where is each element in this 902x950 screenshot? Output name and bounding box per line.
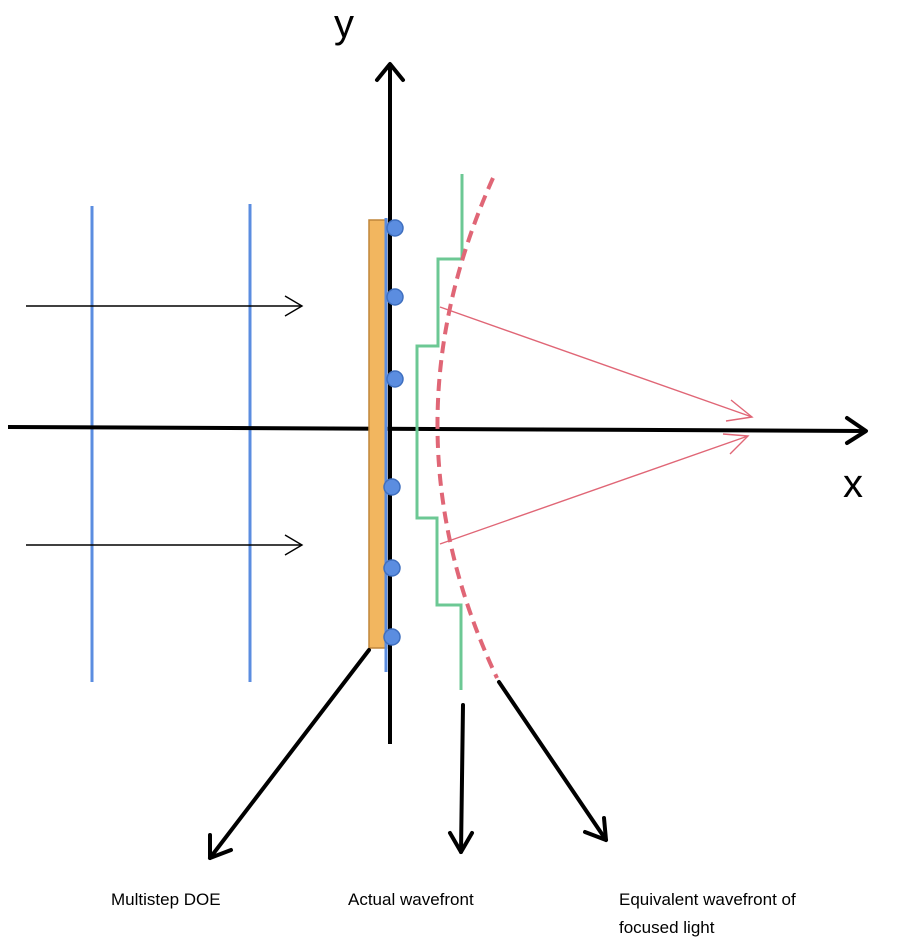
pointer-arrow-equivalent bbox=[497, 680, 608, 842]
x-axis bbox=[7, 416, 868, 445]
label-equivalent-line1: Equivalent wavefront of bbox=[619, 890, 796, 909]
label-actual-wavefront: Actual wavefront bbox=[348, 890, 474, 909]
pointer-arrow-actual bbox=[448, 703, 474, 854]
equivalent-wavefront bbox=[435, 177, 499, 679]
actual-wavefront bbox=[415, 174, 464, 690]
doe-dot bbox=[386, 288, 404, 306]
doe-dot bbox=[383, 628, 401, 646]
focus-ray-top bbox=[439, 306, 754, 422]
pointer-arrow-doe bbox=[208, 648, 371, 860]
doe-dot bbox=[386, 219, 404, 237]
doe-dot bbox=[386, 370, 404, 388]
focus-ray-bottom bbox=[439, 433, 750, 545]
incident-ray-bottom bbox=[26, 534, 304, 556]
label-multistep-doe: Multistep DOE bbox=[111, 890, 221, 909]
label-equivalent-wavefront: Equivalent wavefront of focused light bbox=[619, 886, 796, 942]
x-axis-label: x bbox=[843, 462, 863, 506]
incident-ray-top bbox=[26, 295, 304, 317]
doe-plate bbox=[368, 219, 388, 649]
doe-dots bbox=[383, 219, 404, 646]
doe-dot bbox=[383, 478, 401, 496]
label-equivalent-line2: focused light bbox=[619, 918, 715, 937]
y-axis-label: y bbox=[334, 2, 354, 46]
doe-dot bbox=[383, 559, 401, 577]
